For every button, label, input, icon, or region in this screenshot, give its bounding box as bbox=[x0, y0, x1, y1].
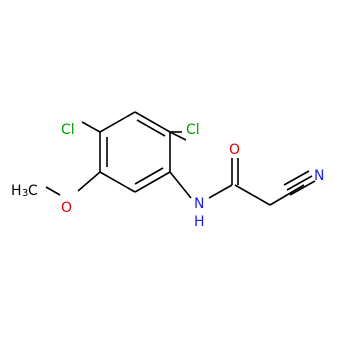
methyl-subscript: 3 bbox=[22, 188, 28, 199]
ring-bond-1-inner bbox=[136, 119, 166, 137]
bond-c2-cl bbox=[169, 131, 187, 141]
bond-o-ch3 bbox=[45, 186, 61, 196]
bond-c5-o bbox=[77, 171, 101, 192]
methyl-c-label: C bbox=[28, 183, 38, 199]
bond-c1-n bbox=[169, 171, 192, 199]
amide-nitrogen-label: N bbox=[194, 196, 204, 212]
bond-n-co bbox=[208, 184, 233, 199]
methoxy-oxygen-label: O bbox=[61, 200, 72, 216]
nitrile-nitrogen-label: N bbox=[314, 168, 324, 184]
chlorine-label-right: Cl bbox=[186, 122, 200, 138]
bond-c4-cl bbox=[81, 121, 101, 133]
ring-bond-3 bbox=[134, 171, 171, 193]
bond-ch2-cn bbox=[269, 184, 305, 206]
chlorine-label-left: Cl bbox=[61, 122, 75, 138]
carbonyl-oxygen-label: O bbox=[229, 142, 240, 158]
ring-bond-3-inner bbox=[134, 167, 164, 185]
bond-cn-1 bbox=[286, 175, 313, 191]
bond-cn-2 bbox=[283, 170, 310, 186]
bond-co-ch2 bbox=[234, 184, 271, 206]
ring-bond-1 bbox=[134, 111, 171, 133]
bond-cn-3 bbox=[289, 180, 316, 196]
methyl-h-label: H bbox=[11, 183, 22, 199]
ring-bond-4 bbox=[99, 171, 136, 193]
ring-bond-6 bbox=[99, 111, 136, 133]
benzene-ring bbox=[99, 111, 171, 193]
amide-hydrogen-label: H bbox=[194, 214, 205, 230]
